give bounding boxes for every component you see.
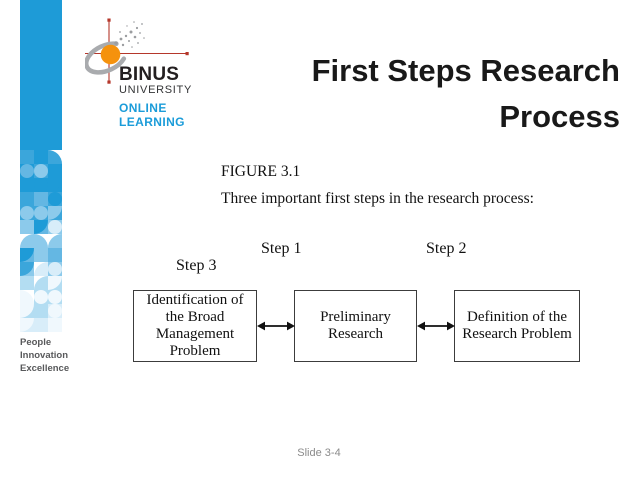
mosaic-cell [20, 164, 34, 178]
mosaic-dot [48, 304, 62, 318]
mosaic-cell [34, 290, 48, 304]
mosaic-dot [48, 290, 62, 304]
mosaic-dot [20, 206, 34, 220]
mosaic-cell [48, 220, 62, 234]
mosaic-cell [34, 192, 48, 206]
mosaic-cell [20, 220, 34, 234]
mosaic-cell [20, 290, 34, 304]
logo-online-text: ONLINE [119, 101, 167, 115]
mosaic-dot [34, 206, 48, 220]
mosaic-dot [20, 318, 34, 332]
mosaic-dot [48, 262, 62, 276]
logo-learning-text: LEARNING [119, 115, 185, 129]
mosaic-cell [48, 164, 62, 178]
mosaic-dot [20, 164, 34, 178]
sidebar-blue-bar [20, 0, 62, 150]
logo-university-text: UNIVERSITY [119, 84, 193, 96]
box-broad-management-problem: Identification of the Broad Management P… [133, 290, 257, 362]
mosaic-cell [34, 220, 48, 234]
double-arrow-icon [417, 321, 455, 331]
mosaic-dot [48, 220, 62, 234]
box-research-problem-definition-text: Definition of the Research Problem [462, 309, 572, 342]
mosaic-dot [48, 276, 62, 290]
sidebar-motto: People Innovation Excellence [20, 336, 69, 375]
mosaic-cell [20, 206, 34, 220]
mosaic-cell [48, 248, 62, 262]
mosaic-cell [34, 164, 48, 178]
sidebar-mosaic [20, 150, 62, 332]
motto-line-excellence: Excellence [20, 363, 70, 374]
binus-logo-icon [85, 18, 189, 84]
mosaic-cell [48, 318, 62, 332]
step-3-label: Step 3 [176, 257, 217, 274]
mosaic-dot [48, 178, 62, 192]
mosaic-cell [34, 150, 48, 164]
mosaic-dot [34, 164, 48, 178]
mosaic-cell [48, 178, 62, 192]
page-title-line-2: Process [499, 99, 620, 134]
box-research-problem-definition: Definition of the Research Problem [454, 290, 580, 362]
box-preliminary-research: Preliminary Research [294, 290, 417, 362]
mosaic-cell [34, 276, 48, 290]
mosaic-cell [20, 234, 34, 248]
page-title: First Steps Research Process [200, 48, 620, 140]
mosaic-dot [34, 290, 48, 304]
mosaic-cell [48, 150, 62, 164]
mosaic-cell [20, 192, 34, 206]
mosaic-cell [20, 262, 34, 276]
motto-line-innovation: Innovation [20, 350, 69, 361]
mosaic-dot [34, 178, 48, 192]
mosaic-cell [48, 276, 62, 290]
mosaic-cell [20, 248, 34, 262]
mosaic-cell [34, 234, 48, 248]
mosaic-dot [20, 304, 34, 318]
mosaic-cell [34, 248, 48, 262]
mosaic-dot [20, 262, 34, 276]
mosaic-cell [34, 318, 48, 332]
figure-caption: Three important first steps in the resea… [221, 190, 534, 207]
mosaic-cell [20, 150, 34, 164]
motto-line-people: People [20, 337, 52, 348]
double-arrow-icon [257, 321, 295, 331]
mosaic-cell [20, 304, 34, 318]
mosaic-cell [20, 318, 34, 332]
mosaic-dot [48, 192, 62, 206]
mosaic-cell [20, 178, 34, 192]
box-broad-management-problem-text: Identification of the Broad Management P… [146, 292, 244, 359]
slide-number: Slide 3-4 [297, 447, 341, 459]
mosaic-dot [20, 248, 34, 262]
mosaic-cell [48, 234, 62, 248]
box-preliminary-research-text: Preliminary Research [320, 309, 391, 342]
mosaic-cell [48, 206, 62, 220]
mosaic-cell [34, 206, 48, 220]
logo-brand-text: BINUS [119, 64, 180, 85]
mosaic-cell [48, 304, 62, 318]
mosaic-dot [34, 220, 48, 234]
mosaic-cell [48, 262, 62, 276]
figure-label: FIGURE 3.1 [221, 163, 301, 180]
mosaic-cell [34, 178, 48, 192]
step-2-label: Step 2 [426, 240, 467, 257]
step-1-label: Step 1 [261, 240, 302, 257]
mosaic-cell [48, 192, 62, 206]
mosaic-cell [20, 276, 34, 290]
mosaic-cell [34, 262, 48, 276]
page-title-line-1: First Steps Research [311, 53, 620, 88]
mosaic-cell [48, 290, 62, 304]
mosaic-dot [48, 206, 62, 220]
mosaic-cell [34, 304, 48, 318]
